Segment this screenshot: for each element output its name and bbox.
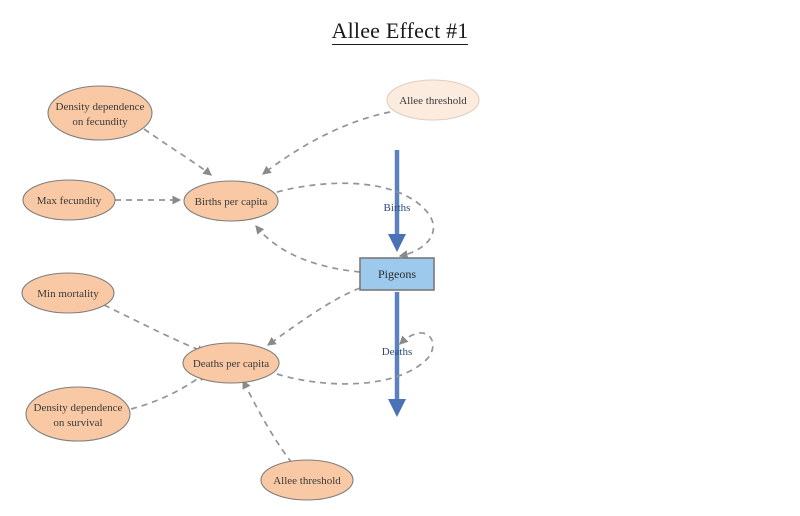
node-min-mortality[interactable]: Min mortality	[21, 272, 115, 314]
density-survival-label-line2: on survival	[53, 417, 102, 429]
density-fecundity-label-line1: Density dependence	[56, 101, 145, 113]
link-deaths-to-deaths-flow	[276, 332, 434, 385]
density-survival-label-line1: Density dependence	[34, 402, 123, 414]
link-births-to-births-flow	[276, 182, 435, 259]
link-density-survival-to-deaths	[130, 372, 206, 410]
link-density-fecundity-to-births	[143, 128, 212, 176]
allee-threshold-top-label: Allee threshold	[399, 95, 467, 107]
allee-threshold-bottom-label: Allee threshold	[273, 475, 341, 487]
node-density-dependence-fecundity[interactable]: Density dependence on fecundity	[47, 85, 153, 141]
link-pigeons-to-deaths	[266, 287, 361, 346]
page-title-text: Allee Effect #1	[331, 18, 469, 45]
min-mortality-label: Min mortality	[37, 288, 99, 300]
node-deaths-per-capita[interactable]: Deaths per capita	[182, 342, 280, 384]
pigeons-stock-label: Pigeons	[378, 267, 416, 281]
pigeons-stock[interactable]: Pigeons	[359, 257, 435, 291]
node-allee-threshold-bottom[interactable]: Allee threshold	[260, 459, 354, 501]
link-min-mortality-to-deaths	[103, 304, 207, 354]
births-per-capita-ellipse[interactable]	[183, 180, 279, 222]
births-flow-label: Births	[384, 202, 411, 214]
deaths-per-capita-label: Deaths per capita	[193, 358, 269, 370]
density-fecundity-ellipse[interactable]	[47, 85, 153, 141]
deaths-flow-label: Deaths	[382, 346, 413, 358]
allee-threshold-top-ellipse[interactable]	[386, 79, 480, 121]
allee-threshold-bottom-ellipse[interactable]	[260, 459, 354, 501]
link-pigeons-to-births	[255, 225, 361, 273]
node-allee-threshold-top[interactable]: Allee threshold	[386, 79, 480, 121]
density-fecundity-label-line2: on fecundity	[72, 116, 128, 128]
link-allee-top-to-births	[262, 111, 391, 175]
births-per-capita-label: Births per capita	[195, 196, 268, 208]
node-density-dependence-survival[interactable]: Density dependence on survival	[25, 386, 131, 442]
node-births-per-capita[interactable]: Births per capita	[183, 180, 279, 222]
link-allee-bottom-to-deaths	[242, 379, 293, 464]
min-mortality-ellipse[interactable]	[21, 272, 115, 314]
node-max-fecundity[interactable]: Max fecundity	[22, 179, 116, 221]
max-fecundity-label: Max fecundity	[37, 195, 102, 207]
causal-links	[103, 111, 435, 464]
page-title: Allee Effect #1	[0, 18, 800, 45]
max-fecundity-ellipse[interactable]	[22, 179, 116, 221]
deaths-per-capita-ellipse[interactable]	[182, 342, 280, 384]
density-survival-ellipse[interactable]	[25, 386, 131, 442]
pigeons-stock-rect[interactable]	[359, 257, 435, 291]
